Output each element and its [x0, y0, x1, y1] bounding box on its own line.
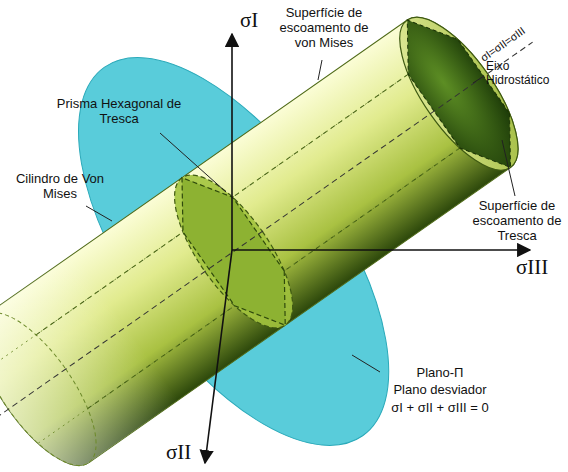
axis-sigma-3 — [232, 249, 530, 251]
axis-sigma-2 — [205, 250, 232, 463]
von-mises-cylinder — [0, 0, 539, 472]
axis-label: σI — [240, 10, 258, 31]
tresca-edge — [87, 113, 509, 408]
axis-equation: σI=σII=σIII — [478, 24, 527, 64]
hydrostatic-axis — [0, 42, 533, 423]
tresca-edge-hidden — [0, 74, 408, 369]
cylinder-label: Cilindro de Von Mises — [14, 172, 106, 202]
leader-line — [352, 355, 380, 372]
von-mises-circle — [153, 158, 314, 346]
axis-name: Eixo Hidrostático — [486, 60, 564, 88]
surface-label: Superfície de escoamento de Tresca — [470, 199, 564, 244]
plane-label: Plano-Π — [370, 366, 510, 381]
leader-line — [86, 206, 112, 221]
cylinder-end-hidden — [0, 295, 117, 472]
plane-label: Plano desviador — [370, 383, 510, 398]
leader-line — [160, 133, 226, 192]
cylinder-fade — [0, 252, 179, 472]
axis-label: σIII — [516, 257, 548, 278]
prism-label: Prisma Hexagonal de Tresca — [55, 97, 183, 127]
tresca-edge-hidden — [38, 148, 460, 443]
surface-label: Superfície de escoamento de von Mises — [268, 6, 380, 51]
plane-equation: σI + σII + σIII = 0 — [360, 401, 520, 416]
axis-label: σII — [166, 442, 191, 463]
leader-line — [318, 60, 322, 80]
axis-sigma-1 — [231, 34, 233, 250]
leader-line — [473, 76, 484, 83]
leader-line — [502, 140, 515, 196]
